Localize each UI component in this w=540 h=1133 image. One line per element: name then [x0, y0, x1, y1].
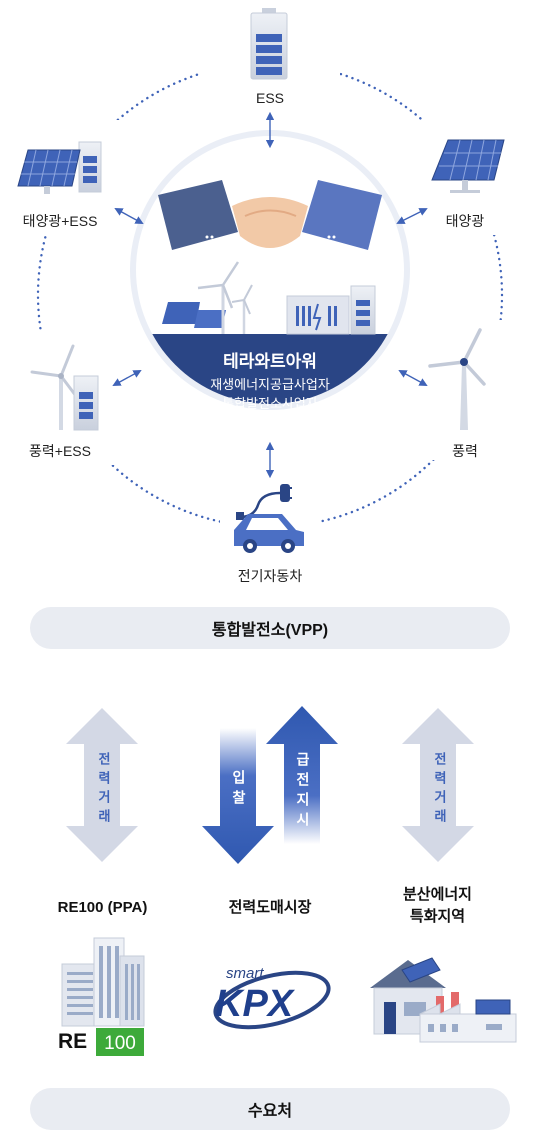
bid-label: 입찰: [231, 770, 247, 810]
label-wind-ess: 풍력+ESS: [29, 443, 91, 459]
label-ess: ESS: [255, 90, 284, 106]
ev-car-icon: [234, 484, 304, 553]
label-ev: 전기자동차: [237, 568, 303, 584]
house-factory-icon: [370, 957, 517, 1043]
connector-arrows: [112, 111, 428, 479]
ess-battery-icon: [250, 8, 288, 80]
consumer-bar: 수요처: [30, 1088, 510, 1130]
heading-distributed-l1: 분산에너지: [402, 886, 472, 903]
heading-wholesale: 전력도매시장: [228, 899, 312, 916]
vpp-bar: 통합발전소(VPP): [30, 607, 510, 649]
trade-arrow-right: [402, 708, 474, 862]
re-logo-number: 100: [104, 1033, 136, 1054]
kpx-smart-text: smart: [226, 965, 264, 982]
re100-badge: [96, 1028, 144, 1056]
trade-label-left: 전력거래: [96, 752, 111, 828]
flow-arrows: [66, 706, 474, 864]
company-role-1: 재생에너지공급사업자: [210, 377, 330, 392]
vpp-bar-label: 통합발전소(VPP): [211, 622, 329, 639]
solar-ess-icon: [17, 141, 102, 194]
company-name: 테라와트아워: [223, 352, 317, 371]
office-building-icon: [61, 937, 145, 1027]
trade-label-right: 전력거래: [432, 752, 447, 828]
demand-illustrations: RE 100 smart KPX: [58, 937, 517, 1056]
solar-panel-icon: [431, 139, 505, 193]
heading-distributed-l2: 특화지역: [409, 908, 466, 925]
label-wind: 풍력: [452, 443, 478, 459]
wind-turbine-icon: [428, 328, 486, 430]
trade-arrow-left: [66, 708, 138, 862]
label-solar-ess: 태양광+ESS: [22, 213, 98, 229]
re-logo-text: RE: [58, 1030, 87, 1053]
company-role-2: 통합발전소사업자: [222, 396, 318, 411]
label-solar: 태양광: [445, 213, 485, 229]
ecosystem-diagram: [17, 8, 505, 553]
heading-distributed: 분산에너지 특화지역: [380, 884, 495, 928]
kpx-main-text: KPX: [215, 983, 296, 1025]
dispatch-arrow: [266, 706, 338, 844]
bid-arrow: [202, 728, 274, 864]
heading-re100: RE100 (PPA): [57, 899, 148, 916]
dispatch-label: 급전지시: [295, 752, 311, 832]
kpx-logo: smart KPX: [213, 965, 331, 1030]
consumer-bar-label: 수요처: [247, 1103, 293, 1120]
wind-ess-icon: [30, 344, 99, 431]
